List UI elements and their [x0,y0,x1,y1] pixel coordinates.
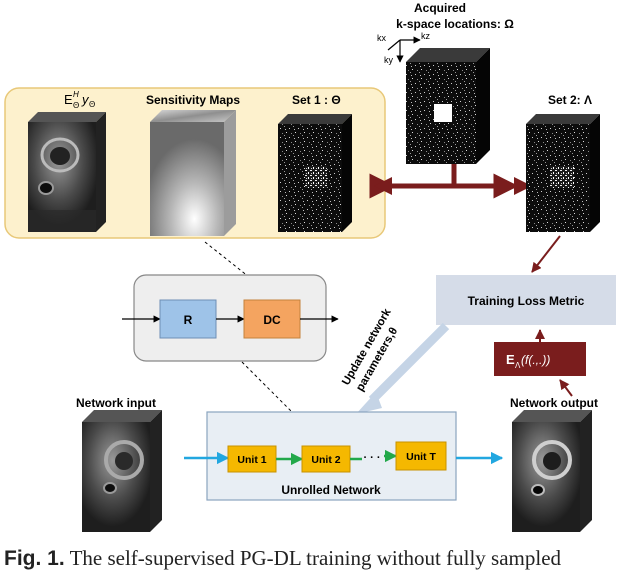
dc-block [243,299,301,339]
loss-fn-E: E [506,352,515,367]
unit-detail-box: R DC [122,274,339,362]
set2-label: Set 2: Λ [548,93,592,107]
caption-prefix: Fig. 1. [4,547,65,570]
unit2-label: Unit 2 [311,454,340,466]
eh-y-sub: Θ [89,100,95,109]
eh-y-label: E H Θ y Θ [64,90,95,110]
kspace-axes: kx kz ky [377,31,431,65]
unit-ellipsis: · · · [363,452,380,464]
unitT-block [395,441,447,471]
loss-fn-sub: Λ [515,361,521,370]
unitT-label: Unit T [406,451,436,463]
axis-kz-label: kz [421,31,431,41]
network-output-cube [512,410,592,532]
eh-y-image-cube [28,112,106,232]
unit1-label: Unit 1 [237,454,266,466]
set1-label: Set 1 : Θ [292,93,341,107]
network-input-label: Network input [76,396,156,410]
output-to-lossfn-arrow [559,379,573,397]
pipeline-diagram: E H Θ y Θ Sensitivity Maps Set 1 : Θ Acq… [4,1,616,532]
sensitivity-map-cube [150,110,236,236]
axis-kx-label: kx [377,33,387,43]
split-arrow [369,164,532,199]
set2-to-loss-arrow [531,235,561,273]
network-output-label: Network output [510,396,598,410]
eh-y: y [81,92,90,107]
acquired-title-line1: Acquired [414,1,466,15]
r-block-label: R [184,313,193,327]
eh-E: E [64,92,73,107]
caption-text: The self-supervised PG-DL training witho… [69,546,562,570]
eh-sub: Θ [73,101,79,110]
axis-ky-label: ky [384,55,394,65]
acquired-title-line2: k-space locations: Ω [396,17,514,31]
unit2-block [301,445,351,473]
loss-function-box: E Λ (f(.,.)) [494,342,586,376]
training-loss-label: Training Loss Metric [468,294,585,308]
unrolled-network-label: Unrolled Network [281,483,381,497]
set1-mask-cube [278,114,352,232]
loss-fn-rest: (f(.,.)) [521,353,550,367]
network-input-cube [82,410,162,532]
r-block [159,299,217,339]
eh-sup: H [73,90,79,99]
acquired-kspace-cube [406,48,490,164]
dc-block-label: DC [263,313,281,327]
set2-mask-cube [526,114,600,232]
sensitivity-maps-label: Sensitivity Maps [146,93,240,107]
training-loss-box [436,275,616,325]
figure-caption: Fig. 1. The self-supervised PG-DL traini… [4,546,640,571]
update-arrow [356,322,450,414]
